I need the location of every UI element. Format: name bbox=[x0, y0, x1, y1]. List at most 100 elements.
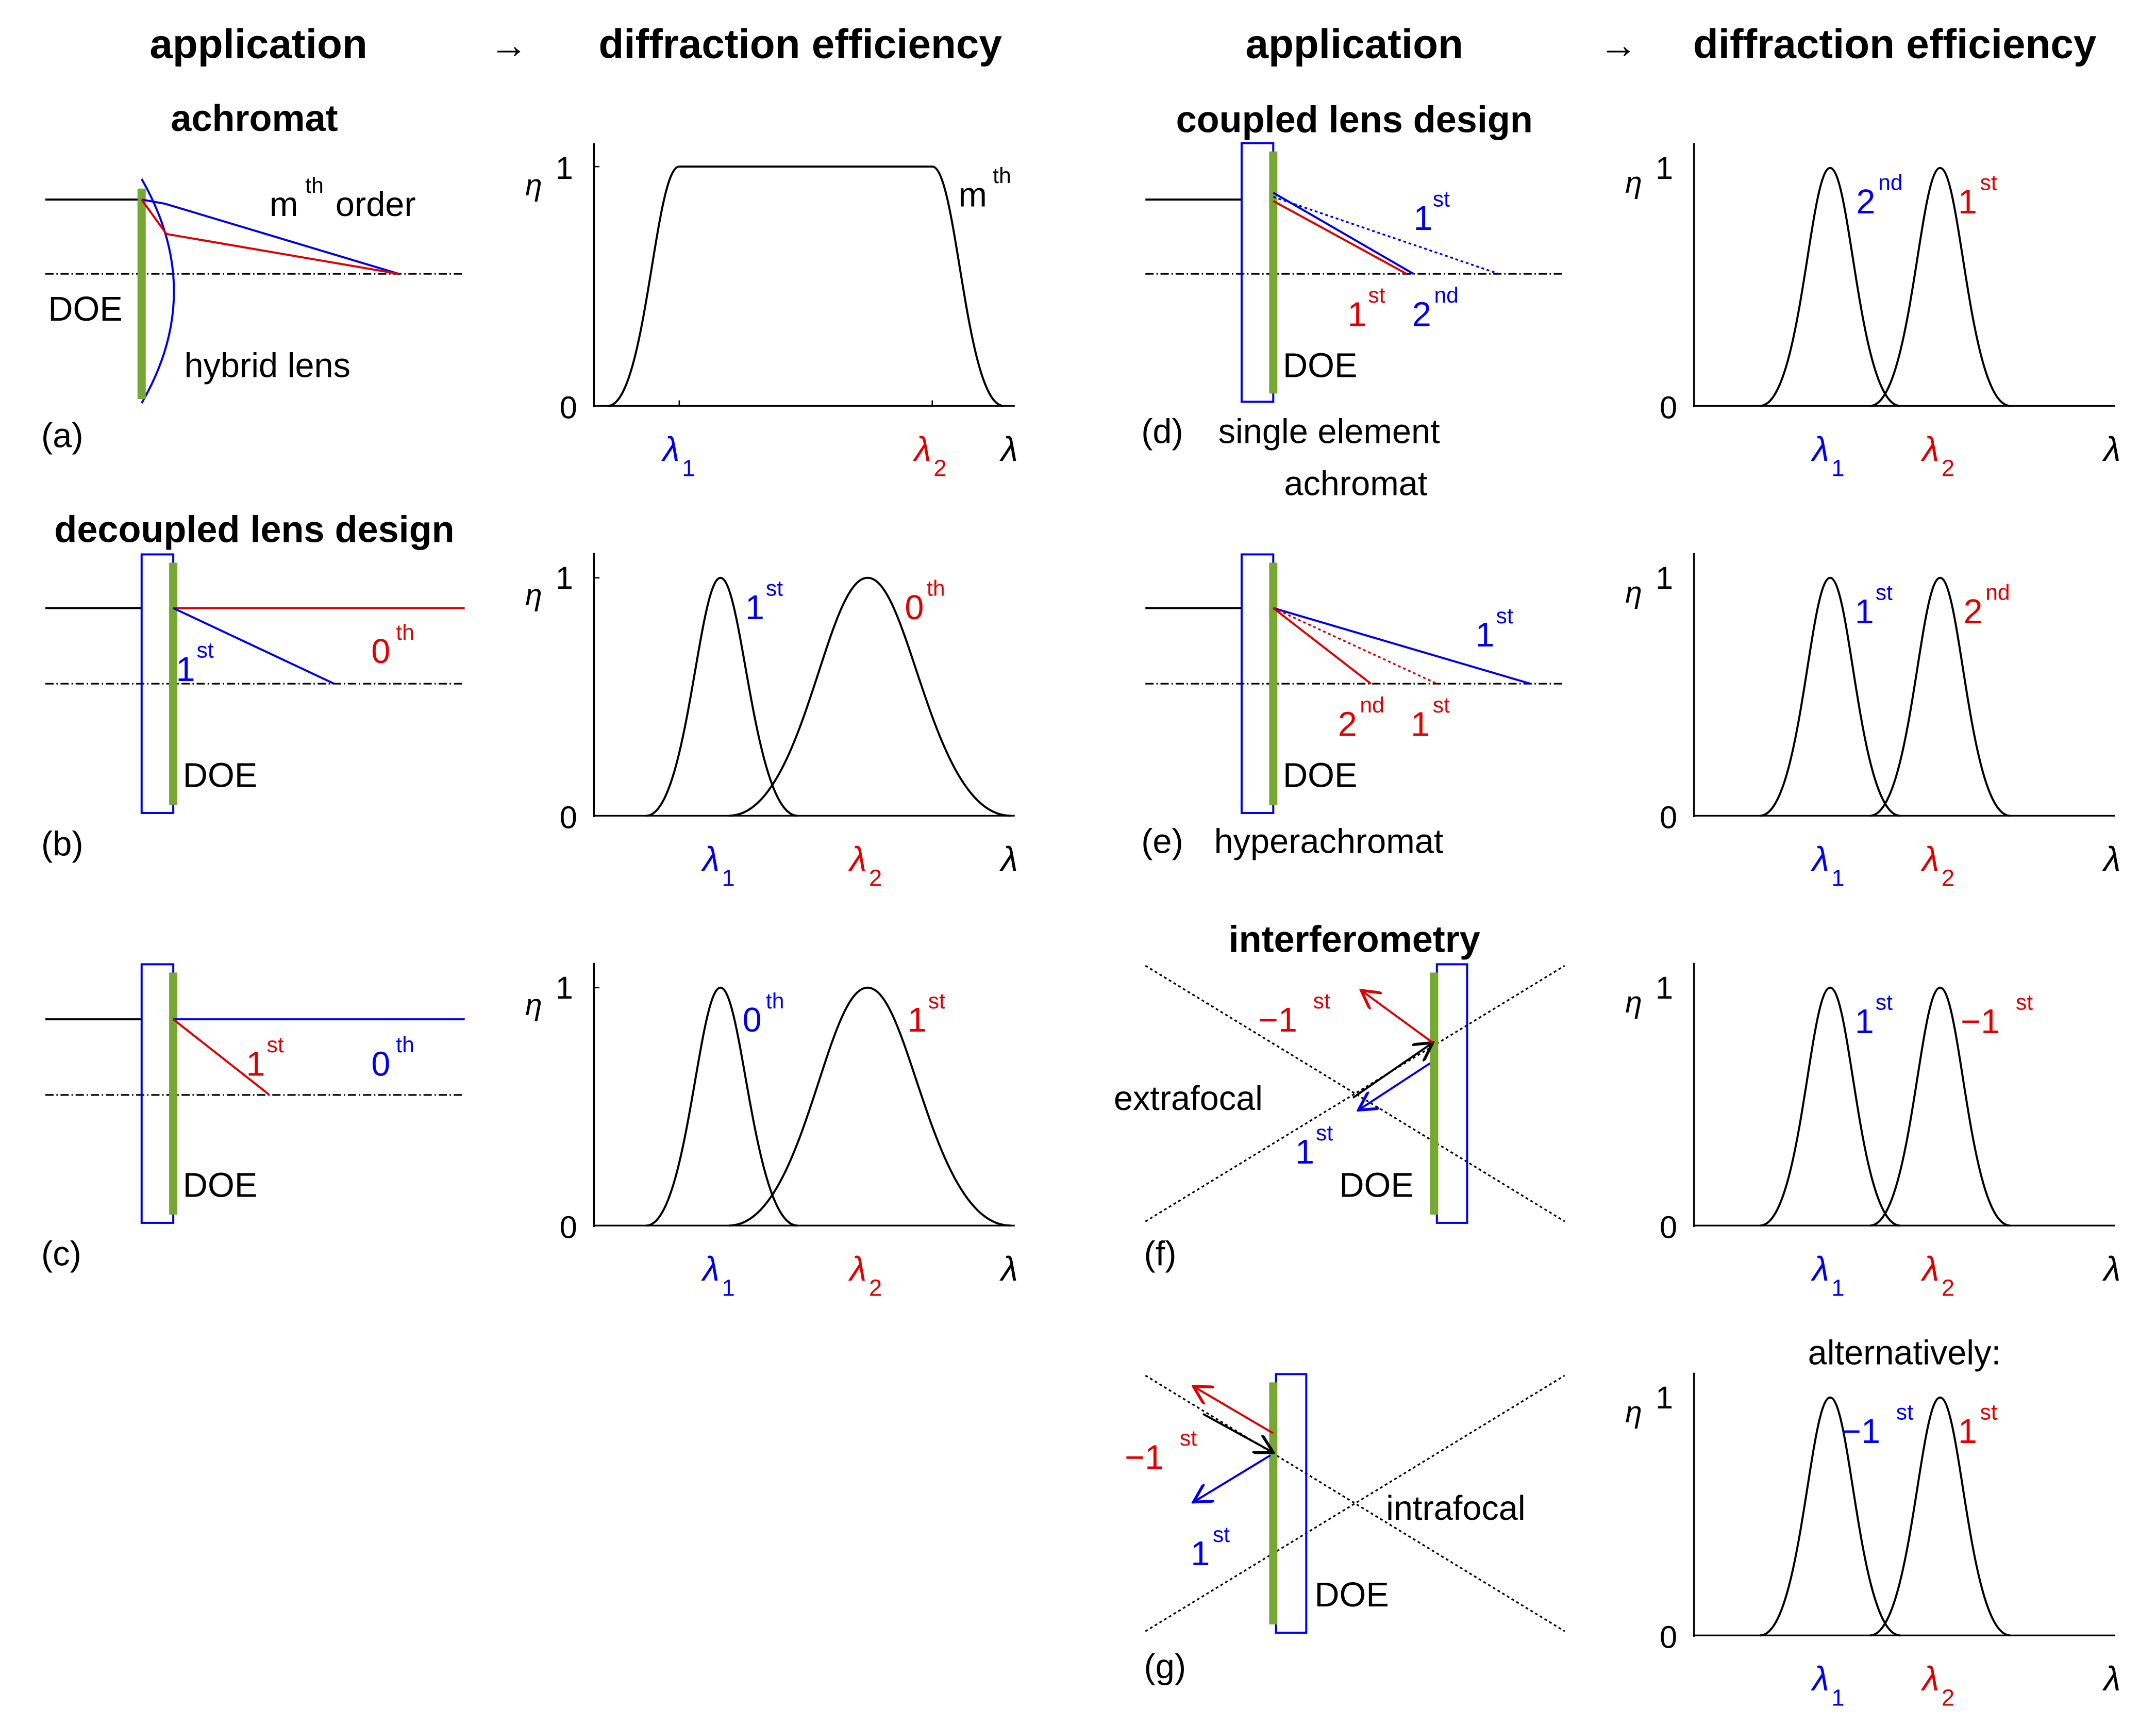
svg-text:η: η bbox=[525, 988, 542, 1022]
svg-text:1: 1 bbox=[722, 1274, 735, 1301]
alternatively-label: alternatively: bbox=[1808, 1334, 2001, 1372]
svg-text:achromat: achromat bbox=[1284, 465, 1427, 503]
svg-text:st: st bbox=[1496, 604, 1513, 628]
svg-text:−1: −1 bbox=[1961, 1003, 2000, 1041]
arrow-icon: → bbox=[490, 23, 528, 66]
doe-element bbox=[137, 188, 146, 399]
svg-text:λ: λ bbox=[2102, 840, 2121, 878]
svg-text:nd: nd bbox=[1434, 283, 1458, 308]
svg-text:st: st bbox=[267, 1033, 284, 1057]
svg-text:st: st bbox=[1876, 580, 1893, 605]
svg-text:1: 1 bbox=[1413, 200, 1432, 238]
svg-text:0: 0 bbox=[905, 589, 924, 627]
svg-text:nd: nd bbox=[1878, 170, 1902, 195]
svg-text:2: 2 bbox=[1964, 593, 1983, 631]
svg-text:DOE: DOE bbox=[1283, 346, 1358, 385]
svg-text:1: 1 bbox=[1191, 1535, 1210, 1573]
chart-d: η 1 0 2 nd 1 st λ 1 λ 2 λ bbox=[1625, 143, 2121, 481]
svg-text:1: 1 bbox=[745, 589, 764, 627]
svg-text:hyperachromat: hyperachromat bbox=[1214, 822, 1444, 860]
chart-c: η 1 0 0 th 1 st λ 1 λ 2 λ bbox=[525, 963, 1018, 1301]
svg-text:DOE: DOE bbox=[183, 756, 258, 794]
panel-f-diagram: −1 st extrafocal 1 st DOE (f) bbox=[1114, 963, 1565, 1273]
svg-text:th: th bbox=[396, 1033, 414, 1057]
svg-text:m: m bbox=[270, 186, 298, 224]
svg-text:η: η bbox=[1625, 576, 1642, 609]
svg-text:λ: λ bbox=[700, 1250, 720, 1288]
header-application-left: application bbox=[149, 21, 367, 67]
svg-text:1: 1 bbox=[1656, 560, 1673, 596]
svg-text:th: th bbox=[993, 163, 1011, 188]
svg-text:1: 1 bbox=[556, 560, 573, 596]
svg-text:2: 2 bbox=[933, 455, 946, 481]
svg-text:2: 2 bbox=[1338, 706, 1357, 744]
svg-text:1: 1 bbox=[682, 455, 695, 481]
svg-text:λ: λ bbox=[848, 840, 867, 878]
svg-text:0: 0 bbox=[1660, 1209, 1677, 1245]
svg-text:λ: λ bbox=[1920, 840, 1939, 878]
svg-text:st: st bbox=[1433, 693, 1450, 718]
svg-text:λ: λ bbox=[1810, 1660, 1829, 1698]
svg-text:1: 1 bbox=[1411, 706, 1430, 744]
svg-text:nd: nd bbox=[1360, 693, 1384, 718]
svg-text:λ: λ bbox=[2102, 1250, 2121, 1288]
chart-b: η 1 0 1 st 0 th λ 1 λ 2 λ bbox=[525, 553, 1018, 891]
svg-text:λ: λ bbox=[1810, 430, 1829, 469]
svg-text:η: η bbox=[1625, 986, 1642, 1019]
svg-text:2: 2 bbox=[869, 865, 882, 891]
svg-text:λ: λ bbox=[1920, 430, 1939, 469]
section-achromat: achromat bbox=[171, 98, 338, 139]
panel-g-diagram: −1 st 1 st intrafocal DOE (g) bbox=[1125, 1373, 1565, 1686]
arrow-icon: → bbox=[1599, 23, 1638, 66]
svg-text:1: 1 bbox=[1831, 865, 1844, 891]
svg-text:st: st bbox=[1180, 1426, 1197, 1451]
panel-a-diagram: m th order DOE hybrid lens (a) bbox=[41, 173, 465, 455]
svg-text:1: 1 bbox=[1656, 1380, 1673, 1416]
svg-text:0: 0 bbox=[371, 633, 390, 671]
svg-text:λ: λ bbox=[700, 840, 720, 878]
svg-text:2: 2 bbox=[1942, 455, 1954, 481]
svg-text:single element: single element bbox=[1218, 412, 1440, 451]
panel-label-b: (b) bbox=[41, 825, 83, 864]
svg-text:1: 1 bbox=[1475, 616, 1494, 654]
svg-text:st: st bbox=[1433, 187, 1450, 211]
svg-text:DOE: DOE bbox=[1283, 756, 1358, 794]
svg-text:2: 2 bbox=[1942, 1684, 1954, 1711]
svg-text:0: 0 bbox=[371, 1045, 390, 1083]
svg-text:st: st bbox=[1876, 990, 1893, 1015]
svg-text:1: 1 bbox=[556, 970, 573, 1006]
panel-label-c: (c) bbox=[41, 1235, 81, 1273]
panel-c-diagram: 1 st 0 th DOE (c) bbox=[41, 963, 465, 1273]
svg-text:η: η bbox=[525, 578, 542, 612]
svg-text:λ: λ bbox=[1810, 1250, 1829, 1288]
svg-text:st: st bbox=[1980, 1400, 1997, 1424]
svg-text:1: 1 bbox=[1656, 970, 1673, 1006]
svg-text:λ: λ bbox=[2102, 430, 2121, 469]
svg-text:nd: nd bbox=[1985, 580, 2010, 605]
svg-text:−1: −1 bbox=[1841, 1413, 1880, 1451]
svg-text:λ: λ bbox=[2102, 1660, 2121, 1698]
svg-text:st: st bbox=[1313, 989, 1330, 1014]
svg-text:th: th bbox=[396, 620, 414, 645]
hybrid-lens-curve bbox=[141, 178, 175, 404]
panel-d-diagram: 1 st 1 st 2 nd DOE (d) single element ac… bbox=[1141, 142, 1565, 503]
svg-text:extrafocal: extrafocal bbox=[1114, 1080, 1263, 1118]
svg-text:DOE: DOE bbox=[1339, 1166, 1414, 1204]
svg-text:λ: λ bbox=[848, 1250, 867, 1288]
svg-text:0: 0 bbox=[560, 1209, 577, 1245]
svg-text:order: order bbox=[336, 186, 416, 224]
svg-text:1: 1 bbox=[246, 1045, 265, 1083]
svg-text:λ: λ bbox=[912, 430, 931, 469]
header-application-right: application bbox=[1246, 21, 1463, 67]
svg-text:η: η bbox=[1625, 1396, 1642, 1429]
section-coupled: coupled lens design bbox=[1176, 99, 1533, 140]
svg-text:st: st bbox=[2016, 990, 2033, 1015]
svg-text:2: 2 bbox=[1856, 183, 1875, 221]
svg-text:λ: λ bbox=[999, 430, 1018, 469]
svg-text:1: 1 bbox=[1855, 1003, 1874, 1041]
svg-text:η: η bbox=[525, 169, 542, 202]
svg-text:1: 1 bbox=[1855, 593, 1874, 631]
svg-text:1: 1 bbox=[908, 1001, 927, 1039]
svg-text:λ: λ bbox=[1810, 840, 1829, 878]
